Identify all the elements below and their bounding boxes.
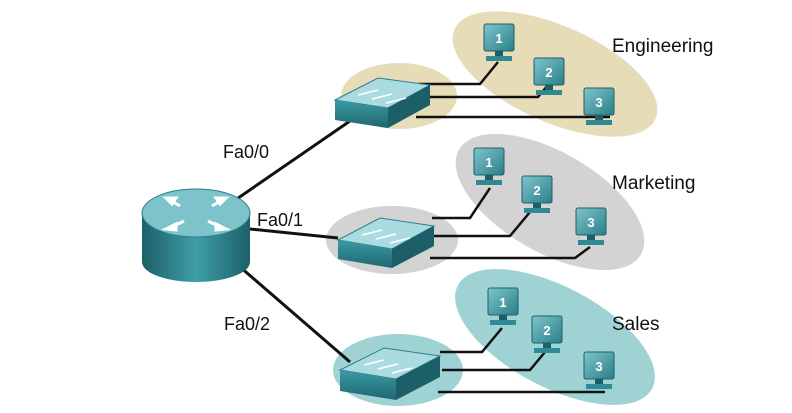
link-sales-pc1 [440,327,503,354]
switch-marketing[interactable] [336,217,436,268]
pc-marketing-2[interactable]: 2 [521,175,553,213]
link-fa0-2 [231,258,351,364]
pc-number: 3 [595,359,602,374]
pc-number: 2 [533,183,540,198]
group-label-marketing: Marketing [612,173,695,194]
pc-sales-1[interactable]: 1 [487,287,519,325]
link-mkt-pc1 [432,187,492,220]
port-label-fa0-1: Fa0/1 [257,210,303,230]
link-fa0-1 [249,227,339,240]
pc-number: 1 [495,31,502,46]
pc-marketing-1[interactable]: 1 [473,147,505,185]
pc-engineering-3[interactable]: 3 [583,87,615,125]
pc-number: 2 [543,323,550,338]
group-label-engineering: Engineering [612,36,713,57]
router-icon[interactable] [141,188,251,282]
pc-number: 3 [595,95,602,110]
link-eng-pc1 [418,61,499,86]
pc-number: 1 [485,155,492,170]
port-label-fa0-2: Fa0/2 [224,314,270,334]
pc-sales-2[interactable]: 2 [531,315,563,353]
switch-sales[interactable] [338,347,442,400]
pc-number: 1 [499,295,506,310]
group-label-sales: Sales [612,314,660,335]
link-sales-pc2 [442,351,546,372]
pc-engineering-2[interactable]: 2 [533,57,565,95]
pc-engineering-1[interactable]: 1 [483,23,515,61]
pc-number: 3 [587,215,594,230]
link-mkt-pc2 [433,211,531,238]
pc-sales-3[interactable]: 3 [583,351,615,389]
link-mkt-pc3 [430,245,591,260]
link-fa0-0 [227,119,351,207]
pc-marketing-3[interactable]: 3 [575,207,607,245]
switch-engineering[interactable] [333,77,432,128]
port-label-fa0-0: Fa0/0 [223,142,269,162]
link-eng-pc2 [420,84,549,99]
pc-number: 2 [545,65,552,80]
